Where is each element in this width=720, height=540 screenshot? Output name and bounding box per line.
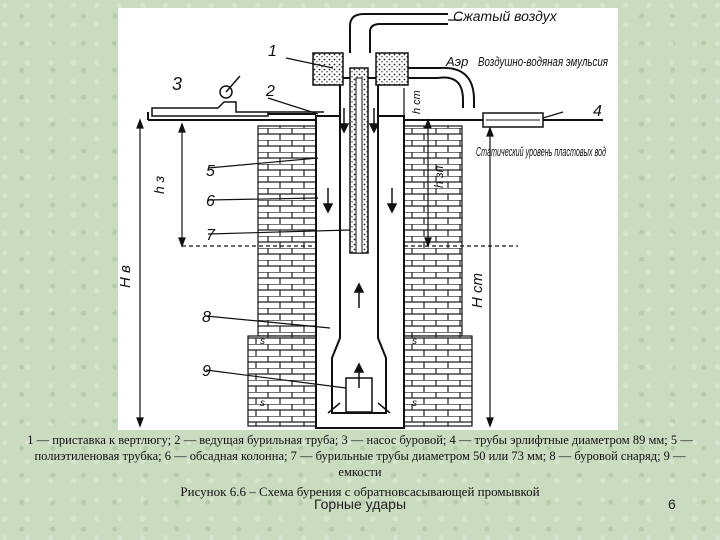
label-aer: Аэр xyxy=(445,54,468,69)
label-3: 3 xyxy=(172,74,182,94)
figure-title: Рисунок 6.6 – Схема бурения с обратновса… xyxy=(180,484,540,499)
page-number: 6 xyxy=(668,496,676,512)
label-4: 4 xyxy=(593,103,602,120)
label-h-z: h з xyxy=(151,175,167,194)
diagram-panel: Сжатый воздух Аэр Воздушно-водяная эмуль… xyxy=(118,8,618,430)
slide-footer: Горные удары xyxy=(313,496,407,512)
label-H-v: H в xyxy=(118,265,134,288)
label-9: 9 xyxy=(202,363,211,380)
label-7: 7 xyxy=(206,227,216,244)
label-h-st-small: h ст xyxy=(411,90,423,114)
mud-pump xyxy=(151,75,324,117)
label-s-marker: s xyxy=(260,336,265,347)
label-6: 6 xyxy=(206,193,215,210)
label-compressed-air: Сжатый воздух xyxy=(453,8,558,24)
drill-pipe xyxy=(331,67,387,414)
label-2: 2 xyxy=(265,83,275,100)
label-s-marker: s xyxy=(260,398,265,409)
flow-arrows xyxy=(322,108,398,414)
label-h-zp: h зп xyxy=(432,165,446,188)
leader-lines xyxy=(205,19,564,389)
figure-caption: 1 — приставка к вертлюгу; 2 — ведущая бу… xyxy=(27,433,693,479)
label-1: 1 xyxy=(268,43,277,60)
label-H-st: H ст xyxy=(469,273,486,308)
drilling-scheme-diagram: Сжатый воздух Аэр Воздушно-водяная эмуль… xyxy=(118,8,608,429)
label-static-level: Статический уровень пластовых вод xyxy=(476,144,606,159)
dimension-lines xyxy=(136,88,518,428)
label-emulsion: Воздушно-водяная эмульсия xyxy=(478,54,608,69)
label-8: 8 xyxy=(202,309,211,326)
label-s-marker: s xyxy=(412,336,417,347)
swivel-adapter xyxy=(312,13,448,86)
label-s-marker: s xyxy=(412,398,417,409)
airlift-outlet xyxy=(408,66,544,128)
label-5: 5 xyxy=(206,163,215,180)
